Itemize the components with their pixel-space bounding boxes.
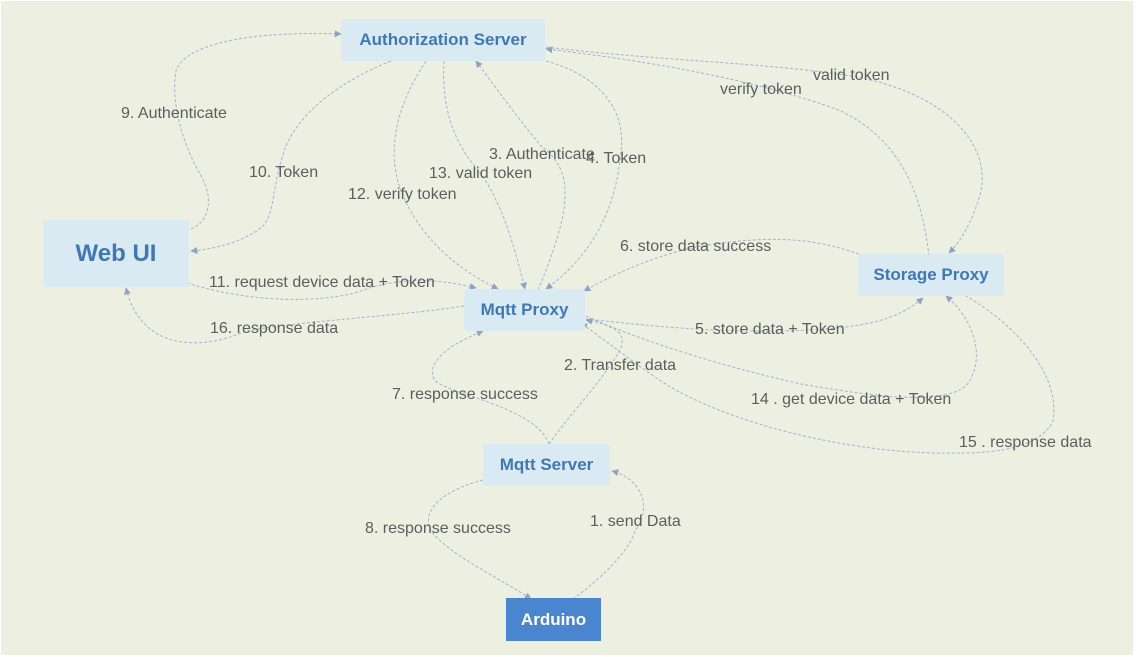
edge-get-device-data [585,295,977,398]
edge-token-proxy [545,60,623,290]
node-arduino[interactable]: Arduino [506,598,601,641]
edge-label-valid-token-storage: valid token [813,67,890,84]
edge-label-store-data: 5. store data + Token [695,321,845,338]
edge-authenticate-proxy [475,60,566,291]
edge-label-token-proxy: 4. Token [586,150,647,167]
edge-authenticate-webui [174,30,342,230]
edge-label-verify-token-proxy: 12. verify token [348,186,457,203]
edge-token-webui [190,60,392,254]
edge-label-store-data-success: 6. store data success [620,238,772,255]
edge-label-get-device-data: 14 . get device data + Token [751,391,952,408]
edge-label-send-data: 1. send Data [590,513,681,530]
edge-send-data [572,469,644,600]
edge-response-data-webui [124,287,465,344]
edge-transfer-data [548,317,623,445]
edge-store-data [585,297,924,332]
edge-label-valid-token-proxy: 13. valid token [429,165,533,182]
edge-store-data-success [583,238,860,292]
edge-label-transfer-data: 2. Transfer data [564,357,677,374]
edge-label-token-webui: 10. Token [249,164,319,181]
node-storage-proxy[interactable]: Storage Proxy [858,254,1004,296]
edge-label-response-data-proxy: 15 . response data [959,434,1092,451]
edge-label-response-success-proxy: 7. response success [392,386,538,403]
edge-label-response-success-arduino: 8. response success [365,520,511,537]
edge-response-success-proxy [432,330,550,445]
edge-label-authenticate-webui: 9. Authenticate [121,105,227,122]
edge-label-request-device-data: 11. request device data + Token [209,274,435,291]
edge-request-device-data [186,280,477,300]
edge-verify-token-proxy [393,60,499,290]
edge-verify-token-storage [545,46,930,257]
edge-response-success-arduino [428,479,532,600]
node-authorization-server[interactable]: Authorization Server [341,19,545,61]
edge-label-authenticate-proxy: 3. Authenticate [489,146,595,163]
edge-label-response-data-webui: 16. response data [210,320,339,337]
node-mqtt-server[interactable]: Mqtt Server [483,444,610,486]
node-mqtt-proxy[interactable]: Mqtt Proxy [464,289,585,331]
edge-label-verify-token-storage: verify token [720,81,802,98]
node-web-ui[interactable]: Web UI [43,220,189,287]
edge-valid-token-proxy [443,60,527,290]
edge-valid-token-storage [545,46,983,254]
